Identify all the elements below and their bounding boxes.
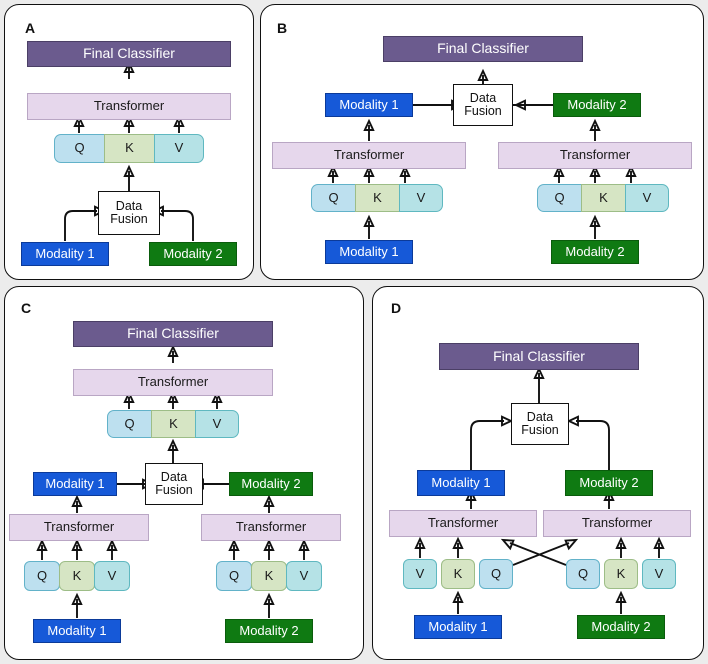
modality-2-encoded-c[interactable]: Modality 2 bbox=[229, 472, 313, 496]
modality-2-encoded-b[interactable]: Modality 2 bbox=[553, 93, 641, 117]
v-box-right-c[interactable]: V bbox=[286, 561, 322, 591]
panel-d-letter: D bbox=[391, 300, 402, 316]
v-box-a[interactable]: V bbox=[154, 134, 204, 163]
k-box-left-d[interactable]: K bbox=[441, 559, 475, 589]
data-fusion-c-line2: Fusion bbox=[155, 483, 193, 497]
modality-2-input-d[interactable]: Modality 2 bbox=[577, 615, 665, 639]
panel-b-letter: B bbox=[277, 20, 288, 36]
panel-c-letter: C bbox=[21, 300, 32, 316]
modality-1-encoded-c[interactable]: Modality 1 bbox=[33, 472, 117, 496]
transformer-left-c[interactable]: Transformer bbox=[9, 514, 149, 541]
q-box-left-c[interactable]: Q bbox=[24, 561, 60, 591]
modality-1-a[interactable]: Modality 1 bbox=[21, 242, 109, 266]
q-box-right-d[interactable]: Q bbox=[566, 559, 600, 589]
data-fusion-d[interactable]: Data Fusion bbox=[511, 403, 569, 445]
v-box-left-b[interactable]: V bbox=[399, 184, 443, 212]
q-box-left-b[interactable]: Q bbox=[311, 184, 355, 212]
data-fusion-a-line2: Fusion bbox=[110, 212, 148, 226]
v-box-left-c[interactable]: V bbox=[94, 561, 130, 591]
final-classifier-b[interactable]: Final Classifier bbox=[383, 36, 583, 62]
panel-b: B bbox=[260, 4, 704, 280]
v-box-right-d[interactable]: V bbox=[642, 559, 676, 589]
k-box-left-c[interactable]: K bbox=[59, 561, 95, 591]
final-classifier-c[interactable]: Final Classifier bbox=[73, 321, 273, 347]
modality-2-input-b[interactable]: Modality 2 bbox=[551, 240, 639, 264]
q-box-right-b[interactable]: Q bbox=[537, 184, 581, 212]
final-classifier-a[interactable]: Final Classifier bbox=[27, 41, 231, 67]
k-box-right-c[interactable]: K bbox=[251, 561, 287, 591]
v-box-left-d[interactable]: V bbox=[403, 559, 437, 589]
k-box-right-b[interactable]: K bbox=[581, 184, 625, 212]
q-box-joint-c[interactable]: Q bbox=[107, 410, 151, 438]
modality-1-encoded-b[interactable]: Modality 1 bbox=[325, 93, 413, 117]
v-box-right-b[interactable]: V bbox=[625, 184, 669, 212]
transformer-left-d[interactable]: Transformer bbox=[389, 510, 537, 537]
transformer-right-d[interactable]: Transformer bbox=[543, 510, 691, 537]
k-box-joint-c[interactable]: K bbox=[151, 410, 195, 438]
modality-2-input-c[interactable]: Modality 2 bbox=[225, 619, 313, 643]
k-box-right-d[interactable]: K bbox=[604, 559, 638, 589]
transformer-right-c[interactable]: Transformer bbox=[201, 514, 341, 541]
data-fusion-a[interactable]: Data Fusion bbox=[98, 191, 160, 235]
modality-2-a[interactable]: Modality 2 bbox=[149, 242, 237, 266]
final-classifier-d[interactable]: Final Classifier bbox=[439, 343, 639, 370]
k-box-left-b[interactable]: K bbox=[355, 184, 399, 212]
transformer-a[interactable]: Transformer bbox=[27, 93, 231, 120]
k-box-a[interactable]: K bbox=[104, 134, 154, 163]
modality-1-encoded-d[interactable]: Modality 1 bbox=[417, 470, 505, 496]
data-fusion-c[interactable]: Data Fusion bbox=[145, 463, 203, 505]
data-fusion-b-line2: Fusion bbox=[464, 104, 502, 118]
modality-1-input-d[interactable]: Modality 1 bbox=[414, 615, 502, 639]
q-box-left-d[interactable]: Q bbox=[479, 559, 513, 589]
data-fusion-a-line1: Data bbox=[115, 198, 143, 213]
transformer-right-b[interactable]: Transformer bbox=[498, 142, 692, 169]
data-fusion-d-line1: Data bbox=[526, 409, 554, 424]
panel-a-letter: A bbox=[25, 20, 36, 36]
data-fusion-b-line1: Data bbox=[469, 90, 497, 105]
transformer-joint-c[interactable]: Transformer bbox=[73, 369, 273, 396]
modality-1-input-c[interactable]: Modality 1 bbox=[33, 619, 121, 643]
data-fusion-b[interactable]: Data Fusion bbox=[453, 84, 513, 126]
transformer-left-b[interactable]: Transformer bbox=[272, 142, 466, 169]
panel-d: D bbox=[372, 286, 704, 660]
modality-1-input-b[interactable]: Modality 1 bbox=[325, 240, 413, 264]
data-fusion-c-line1: Data bbox=[160, 469, 188, 484]
q-box-right-c[interactable]: Q bbox=[216, 561, 252, 591]
modality-2-encoded-d[interactable]: Modality 2 bbox=[565, 470, 653, 496]
v-box-joint-c[interactable]: V bbox=[195, 410, 239, 438]
panel-c: C bbox=[4, 286, 364, 660]
panel-a: A Final Classifier Transformer Q K bbox=[4, 4, 254, 280]
q-box-a[interactable]: Q bbox=[54, 134, 104, 163]
data-fusion-d-line2: Fusion bbox=[521, 423, 559, 437]
